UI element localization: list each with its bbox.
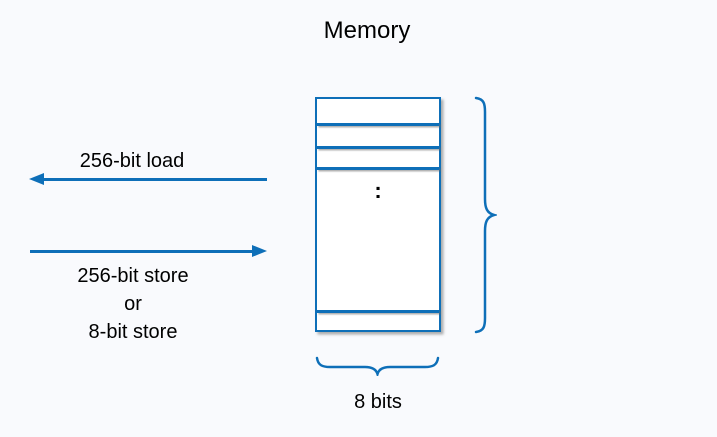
left-arrowhead-icon xyxy=(29,173,44,185)
right-arrowhead-icon xyxy=(252,245,267,257)
store-arrow-label: 256-bit store or 8-bit store xyxy=(33,262,233,346)
store-arrow-line xyxy=(30,250,252,253)
store-label-line-2: or xyxy=(124,293,142,315)
store-label-line-1: 256-bit store xyxy=(77,265,189,287)
diagram-title: Memory xyxy=(323,17,411,44)
memory-box: : xyxy=(315,97,441,332)
memory-row-divider xyxy=(317,310,439,313)
memory-row-divider xyxy=(317,146,439,149)
store-label-line-3: 8-bit store xyxy=(88,321,178,343)
memory-row-divider xyxy=(317,123,439,126)
ellipsis-colon: : xyxy=(374,178,382,203)
width-brace-icon xyxy=(315,356,440,376)
load-arrow-label: 256-bit load xyxy=(79,150,185,172)
load-arrow-line xyxy=(44,178,267,181)
memory-row-divider xyxy=(317,167,439,170)
height-brace-icon xyxy=(474,96,497,334)
width-label: 8 bits xyxy=(354,391,402,413)
